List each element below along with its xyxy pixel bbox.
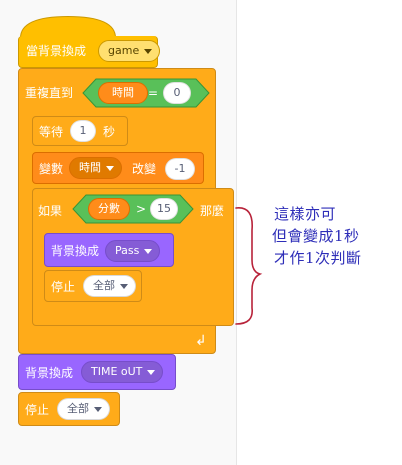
dropdown-arrow-icon [147, 370, 156, 375]
wait-seconds-value: 1 [79, 124, 87, 137]
time-variable-name: 時間 [112, 86, 134, 99]
variable-dropdown[interactable]: 時間 [69, 157, 122, 179]
annotation-line-3: 才作1次判斷 [274, 249, 362, 267]
score-variable-name: 分數 [98, 202, 120, 215]
variable-dropdown-value: 時間 [79, 161, 101, 174]
annotation-line-1: 這樣亦可 [274, 205, 337, 223]
time-variable-reporter[interactable]: 時間 [98, 82, 148, 104]
hat-block-top[interactable] [20, 16, 116, 42]
wait-label: 等待 [39, 125, 64, 139]
greater-than-sign: > [136, 202, 147, 216]
dropdown-arrow-icon [144, 249, 153, 254]
stop-all-block-inner[interactable]: 停止 全部 [44, 270, 142, 302]
then-label: 那麼 [200, 204, 225, 218]
repeat-until-arm [18, 110, 32, 324]
loop-arrow-icon: ↲ [195, 333, 207, 349]
backdrop-pass-value: Pass [115, 244, 140, 257]
stop-all-block-final[interactable]: 停止 全部 [18, 392, 120, 426]
backdrop-timeout-value: TIME oUT [91, 365, 143, 378]
annotation-line-2: 但會變成1秒 [272, 227, 360, 245]
when-backdrop-switches-block[interactable]: 當背景換成 game [18, 36, 161, 68]
dropdown-arrow-icon [144, 49, 153, 54]
greater-than-value-input[interactable]: 15 [150, 198, 178, 220]
change-variable-suffix: 改變 [132, 162, 157, 176]
stop-label: 停止 [51, 280, 76, 294]
stop-option-dropdown[interactable]: 全部 [57, 398, 110, 420]
switch-backdrop-timeout-block[interactable]: 背景換成 TIME oUT [18, 354, 176, 390]
dropdown-arrow-icon [94, 407, 102, 412]
backdrop-timeout-dropdown[interactable]: TIME oUT [81, 361, 164, 383]
switch-backdrop-pass-block[interactable]: 背景換成 Pass [44, 233, 174, 267]
equals-sign: = [148, 86, 159, 100]
stop-option-value: 全部 [67, 402, 89, 415]
stop-option-value: 全部 [93, 279, 115, 292]
stop-label: 停止 [25, 403, 50, 417]
brace-icon [235, 207, 263, 325]
wait-unit: 秒 [103, 125, 116, 139]
score-variable-reporter[interactable]: 分數 [88, 198, 130, 220]
equals-value: 0 [173, 86, 181, 99]
wait-seconds-input[interactable]: 1 [70, 120, 96, 142]
backdrop-dropdown-value: game [108, 44, 140, 57]
if-label: 如果 [38, 204, 63, 218]
wait-block[interactable]: 等待 1 秒 [32, 116, 128, 146]
backdrop-pass-dropdown[interactable]: Pass [105, 240, 161, 262]
switch-backdrop-label: 背景換成 [25, 366, 74, 380]
dropdown-arrow-icon [106, 166, 114, 171]
stop-option-dropdown[interactable]: 全部 [83, 275, 136, 297]
change-variable-prefix: 變數 [39, 162, 64, 176]
dropdown-arrow-icon [120, 284, 128, 289]
switch-backdrop-label: 背景換成 [51, 244, 100, 258]
equals-value-input[interactable]: 0 [163, 82, 191, 104]
if-then-arm [32, 230, 44, 304]
change-variable-block[interactable]: 變數 時間 改變 -1 [32, 152, 204, 184]
code-area[interactable]: 當背景換成 game 重複直到 時間 = 0 等待 1 秒 變數 時間 改變 [0, 0, 237, 465]
greater-than-value: 15 [157, 202, 171, 215]
backdrop-dropdown[interactable]: game [98, 40, 161, 62]
change-by-value: -1 [174, 162, 186, 175]
hat-label: 當背景換成 [26, 44, 87, 58]
repeat-until-label: 重複直到 [25, 86, 74, 100]
change-by-input[interactable]: -1 [165, 158, 195, 180]
